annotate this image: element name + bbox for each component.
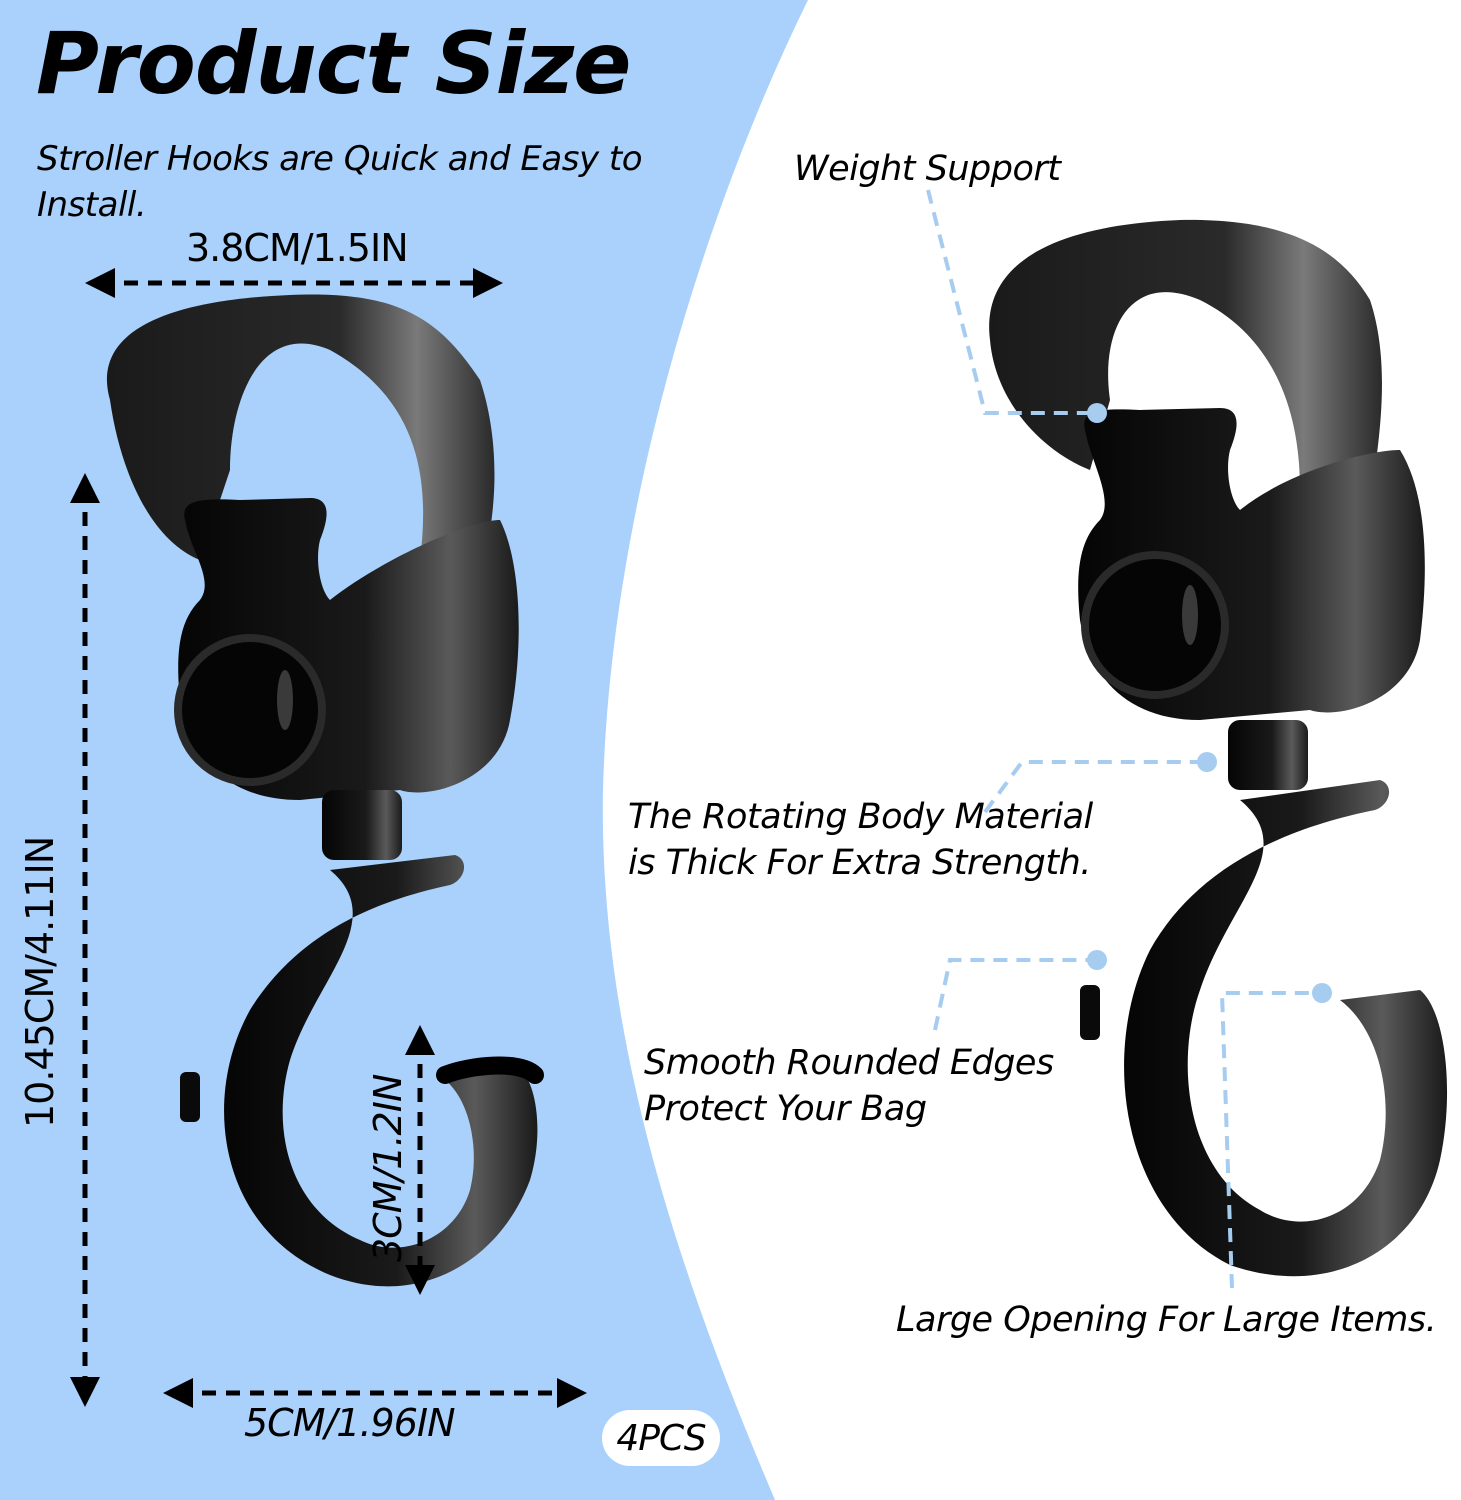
left-hook-illustration [106,294,544,1287]
callout-smooth-edges: Smooth Rounded Edges Protect Your Bag [644,1040,1054,1132]
callout-smooth-edges-line2: Protect Your Bag [644,1089,927,1129]
callout-rotating-body-line1: The Rotating Body Material [628,797,1093,837]
weight-support-leader [926,189,1095,415]
callout-dots [1087,403,1332,1003]
hook-opening-label: 3CM/1.2IN [366,1074,410,1262]
strap-width-label: 3.8CM/1.5IN [186,226,409,270]
page-subtitle: Stroller Hooks are Quick and Easy to Ins… [37,139,643,225]
hook-width-label: 5CM/1.96IN [244,1401,456,1445]
callout-large-opening: Large Opening For Large Items. [896,1300,1437,1340]
total-height-label: 10.45CM/4.11IN [18,836,62,1128]
right-hook-illustration [989,219,1448,1277]
quantity-badge-text: 4PCS [616,1417,706,1459]
callout-smooth-edges-line1: Smooth Rounded Edges [644,1043,1054,1083]
rotating-body-leader [983,760,1205,814]
page-title: Product Size [36,14,631,114]
callout-weight-support: Weight Support [794,149,1061,189]
dimension-arrows [70,268,587,1408]
callout-lines [926,189,1320,1289]
callout-rotating-body: The Rotating Body Material is Thick For … [628,794,1093,886]
smooth-edges-leader [933,958,1095,1031]
quantity-badge: 4PCS [602,1410,720,1466]
large-opening-leader [1219,991,1320,1289]
callout-rotating-body-line2: is Thick For Extra Strength. [628,843,1091,883]
